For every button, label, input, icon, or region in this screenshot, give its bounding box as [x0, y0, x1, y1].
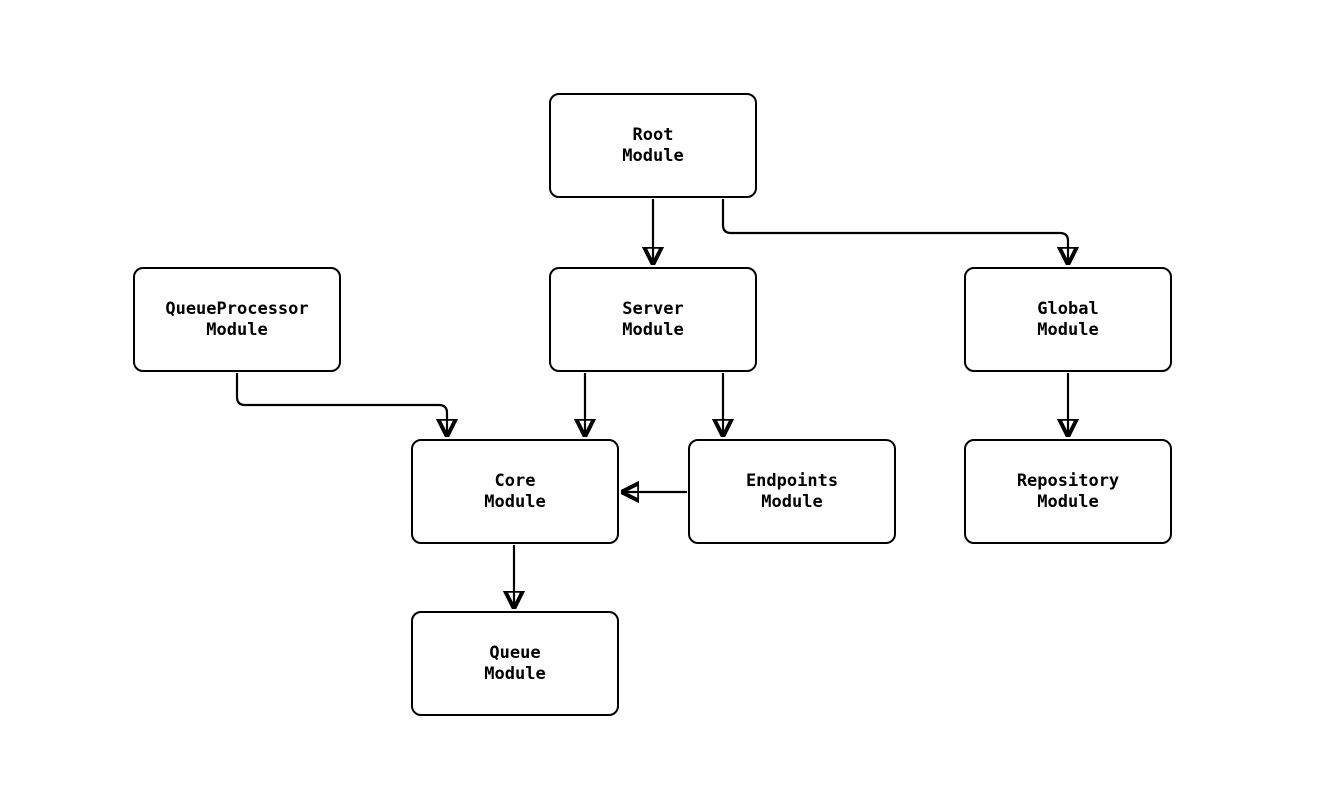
node-label: Module: [1037, 319, 1099, 340]
edge-root-to-global: [721, 199, 1068, 263]
node-label: Module: [484, 663, 546, 684]
node-label: Queue: [489, 642, 541, 663]
node-label: Repository: [1016, 470, 1120, 491]
node-label: Module: [1037, 491, 1099, 512]
node-label: Module: [622, 145, 684, 166]
node-label: Module: [484, 491, 546, 512]
node-label: Core: [494, 470, 536, 491]
node-queue-module: Queue Module: [411, 611, 619, 716]
node-server-module: Server Module: [549, 267, 757, 372]
node-queueprocessor-module: QueueProcessor Module: [133, 267, 341, 372]
node-global-module: Global Module: [964, 267, 1172, 372]
node-label: Server: [622, 298, 684, 319]
edge-queueprocessor-to-core: [235, 373, 447, 435]
node-label: Module: [206, 319, 268, 340]
node-label: Module: [622, 319, 684, 340]
node-label: Module: [761, 491, 823, 512]
node-label: Endpoints: [745, 470, 839, 491]
node-repository-module: Repository Module: [964, 439, 1172, 544]
node-label: QueueProcessor: [165, 298, 309, 319]
node-label: Global: [1037, 298, 1099, 319]
node-root-module: Root Module: [549, 93, 757, 198]
node-label: Root: [632, 124, 674, 145]
node-endpoints-module: Endpoints Module: [688, 439, 896, 544]
node-core-module: Core Module: [411, 439, 619, 544]
